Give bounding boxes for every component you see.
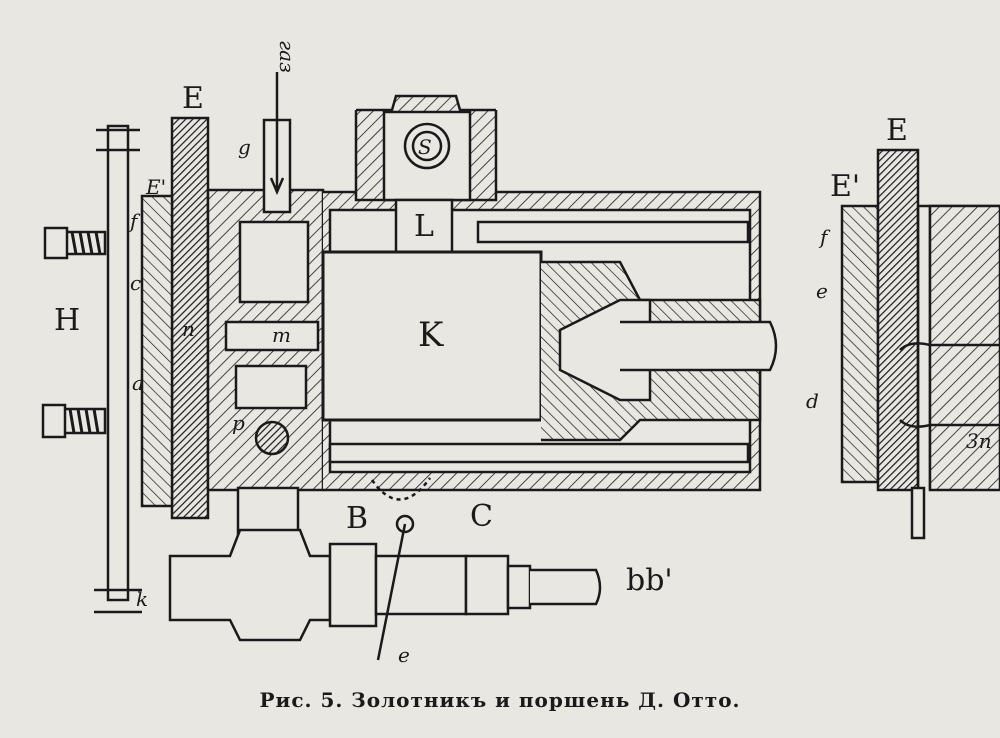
label-K: K (418, 315, 444, 355)
side-rod (910, 486, 926, 540)
cam-B (328, 542, 378, 628)
label-e-lower: e (398, 643, 410, 667)
label-n: n (182, 317, 195, 341)
label-E: E (182, 81, 204, 116)
igniter-ring-inner (411, 130, 443, 162)
label-m: m (272, 323, 291, 347)
lever-swing-path (370, 477, 432, 501)
label-gas: газ (275, 40, 299, 73)
side-cover-E-prime (840, 204, 880, 484)
channel-m (224, 320, 320, 352)
lower-channel (328, 442, 750, 464)
label-side-e: e (816, 279, 828, 303)
label-C: C (470, 499, 493, 534)
chamber-K (321, 250, 543, 422)
label-p: p (232, 411, 245, 435)
label-side-d: d (806, 389, 819, 413)
figure-caption: Рис. 5. Золотникъ и поршень Д. Отто. (259, 688, 741, 712)
collar-C2 (506, 564, 532, 610)
label-S: S (418, 135, 432, 159)
label-g: g (238, 135, 251, 159)
label-H: H (54, 303, 80, 338)
cover-E-prime (140, 194, 174, 508)
main-assembly (41, 72, 778, 661)
label-f: f (128, 209, 141, 233)
shaft-mid (374, 554, 468, 616)
label-side-f: f (818, 225, 831, 249)
valve-ball (254, 420, 290, 456)
label-a: a (132, 371, 144, 395)
label-side-3n: 3n (966, 429, 992, 453)
bolt-spring-upper (43, 226, 107, 260)
label-bb: bb' (626, 563, 673, 598)
lower-chamber (234, 364, 308, 410)
side-channels (899, 342, 1000, 428)
label-L: L (414, 209, 434, 244)
label-B: B (346, 501, 368, 536)
gas-arrow-head (269, 177, 285, 196)
upper-channel (476, 220, 750, 244)
label-E-prime: E' (145, 175, 166, 199)
side-plate-E (876, 148, 920, 492)
collar-C (464, 554, 510, 616)
labels: газ E E' g S L K m n p f c a H B C bb' k… (54, 40, 992, 667)
side-view (840, 148, 1000, 540)
gas-chamber (238, 220, 310, 304)
shaft-end (530, 568, 602, 606)
label-k: k (136, 587, 148, 611)
port-L (394, 198, 454, 254)
label-c: c (130, 271, 141, 295)
side-rod (106, 124, 130, 602)
coupling-block (168, 528, 332, 642)
rod-ends (94, 128, 142, 614)
label-side-E: E (886, 113, 908, 148)
bolt-spring-lower (41, 403, 107, 439)
piston-rod (620, 320, 778, 372)
lever-arm (376, 523, 407, 661)
side-body-hatch (928, 204, 1000, 492)
label-side-E-prime: E' (830, 169, 860, 204)
